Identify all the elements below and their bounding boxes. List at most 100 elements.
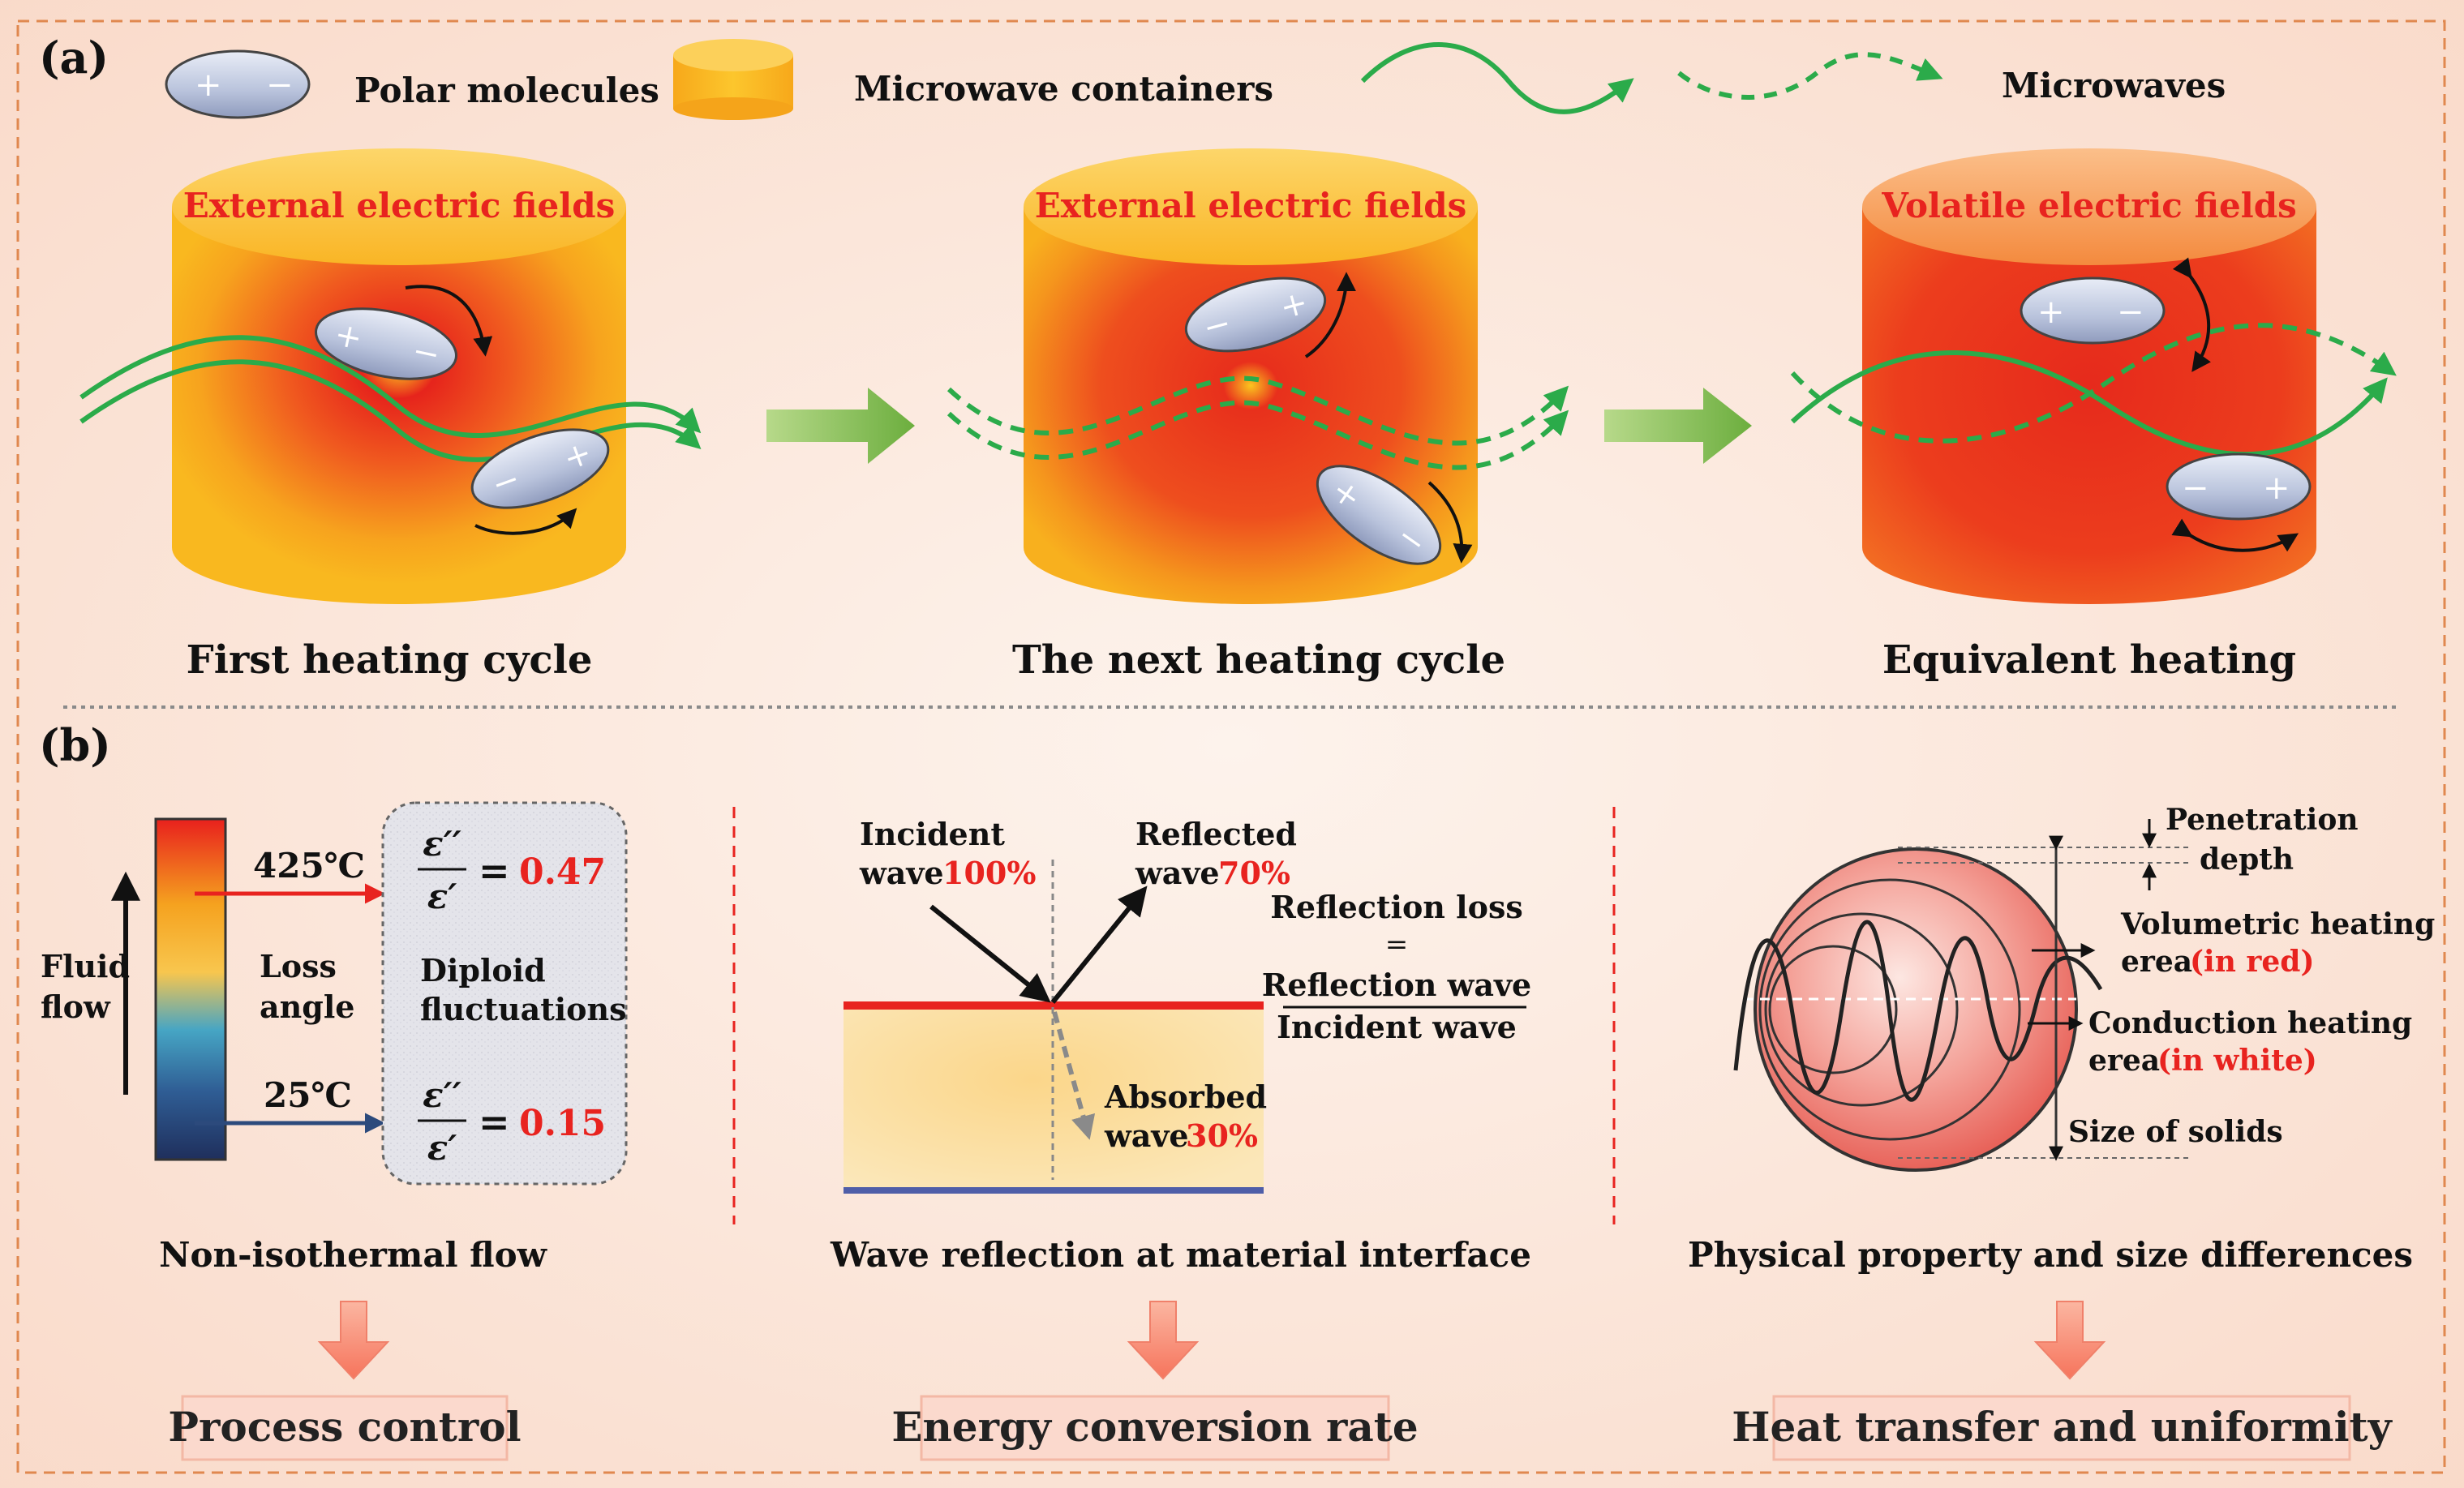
process-arrow-icon [766,388,915,464]
wave-icon [79,359,702,462]
result-energy-conversion: Energy conversion rate [891,1403,1418,1451]
reflection-loss-numerator: Reflection wave [1262,967,1531,1003]
absorbed-label-1: Absorbed [1104,1078,1267,1115]
legend-wave-dashed [1677,52,1943,100]
size-label: Size of solids [2068,1115,2283,1149]
svg-text:+: + [195,66,222,104]
legend-microwaves: Microwaves [2002,66,2226,105]
result-arrow-icon [2033,1301,2106,1380]
polar-molecule: − + [1184,277,1327,353]
rotation-arrow-icon [2171,518,2299,552]
rotation-arrow-icon [1427,481,1473,564]
reflection-loss-denominator: Incident wave [1277,1009,1517,1045]
temperature-bar [154,817,227,1161]
process-arrow-icon [1604,388,1752,464]
rotation-arrow-icon [2172,257,2211,372]
polar-molecule: + − [315,307,457,380]
rotation-arrow-icon [405,285,493,357]
rotation-arrow-icon [474,508,577,535]
volumetric-label-2: erea [2121,945,2192,979]
incident-pct: 100% [942,855,1036,891]
reflected-label-2: wave [1135,855,1220,891]
polar-molecule: + − [2020,277,2166,345]
col-wave-reflection: Incident wave 100% Reflected wave 70% Ab… [830,816,1531,1461]
legend-polar-molecules: Polar molecules [354,71,659,110]
sphere-ring [1764,912,1959,1107]
reflected-arrow-icon [1050,886,1148,1004]
polar-molecule: + − [1316,465,1442,565]
eps-denominator: ε′ [427,1128,457,1168]
cylinder-3-top-text: Volatile electric fields [1881,186,2296,225]
fluid-flow-label-1: Fluid [41,948,130,984]
svg-text:+: + [2263,470,2290,507]
outer-dashed-border [16,19,2446,1474]
rotation-arrow-icon [1304,272,1356,358]
wave-icon [1790,350,2388,457]
cylinder-equivalent: Volatile electric fields + − − + Equival… [1790,148,2397,683]
cylinder-next-cycle: External electric fields − + + − The nex… [947,148,1569,683]
incident-label-2: wave [859,855,944,891]
sphere-ring [1768,945,1898,1074]
equals-sign: = [479,1100,510,1144]
result-box [920,1395,1390,1461]
legend-container-icon [673,39,793,120]
penetration-label-2: depth [2200,843,2294,877]
absorbed-arrow-icon [1052,1011,1096,1140]
caption-non-isothermal: Non-isothermal flow [159,1235,547,1275]
wave-icon [1733,920,2103,1102]
volumetric-label-1: Volumetric heating [2120,907,2435,941]
result-process-control: Process control [168,1403,521,1451]
caption-equivalent: Equivalent heating [1882,637,2296,683]
legend-microwave-containers: Microwave containers [854,69,1273,109]
absorbed-pct: 30% [1186,1117,1258,1154]
polar-molecule: − + [470,428,610,509]
svg-text:+: + [2037,294,2065,331]
volumetric-note: (in red) [2190,945,2315,979]
caption-size-differences: Physical property and size differences [1688,1235,2413,1275]
diploid-label-1: Diploid [420,952,546,988]
reflected-label-1: Reflected [1135,816,1297,852]
legend-molecule-icon: + − [165,49,311,119]
polar-molecule: − + [2166,452,2312,521]
result-box [181,1395,509,1461]
equals-sign: = [479,849,510,893]
col-size-differences: Penetration depth Volumetric heating ere… [1688,803,2435,1461]
svg-text:−: − [2182,470,2209,507]
cylinder-first-cycle: External electric fields + − − + First h… [79,148,702,683]
solid-sphere [1754,847,2078,1172]
temp-low-label: 25℃ [264,1075,352,1115]
eps-numerator: ε′′ [423,1075,461,1115]
result-heat-transfer: Heat transfer and uniformity [1732,1403,2393,1451]
caption-next-cycle: The next heating cycle [1012,637,1505,683]
result-box [1772,1395,2351,1461]
loss-value-low: 0.15 [519,1103,606,1144]
loss-tangent-box [381,801,628,1186]
caption-wave-reflection: Wave reflection at material interface [830,1235,1531,1275]
legend-wave-solid [1360,42,1634,114]
diploid-label-2: fluctuations [420,991,627,1027]
conduction-label-2: erea [2088,1044,2160,1078]
loss-angle-label-2: angle [260,988,354,1025]
loss-angle-label-1: Loss [260,948,337,984]
incident-arrow-icon [929,904,1051,1003]
absorbed-label-2: wave [1104,1117,1189,1154]
eps-denominator: ε′ [427,877,457,916]
reflection-loss-eq: = [1385,928,1409,961]
incident-label-1: Incident [860,816,1005,852]
panel-b-label: (b) [39,719,111,771]
reflection-loss-title: Reflection loss [1270,889,1522,925]
cylinder-1-top-text: External electric fields [183,186,616,225]
temp-high-label: 425℃ [253,846,365,886]
wave-icon [1790,323,2397,444]
conduction-label-1: Conduction heating [2088,1006,2412,1040]
penetration-label-1: Penetration [2166,803,2359,837]
caption-first-cycle: First heating cycle [187,637,593,683]
eps-numerator: ε′′ [423,824,461,864]
fluid-flow-label-2: flow [41,988,111,1025]
svg-text:−: − [2117,294,2144,331]
result-arrow-icon [1127,1301,1200,1380]
wave-icon [947,375,1569,446]
wave-icon [79,335,702,439]
wave-icon [947,400,1569,470]
